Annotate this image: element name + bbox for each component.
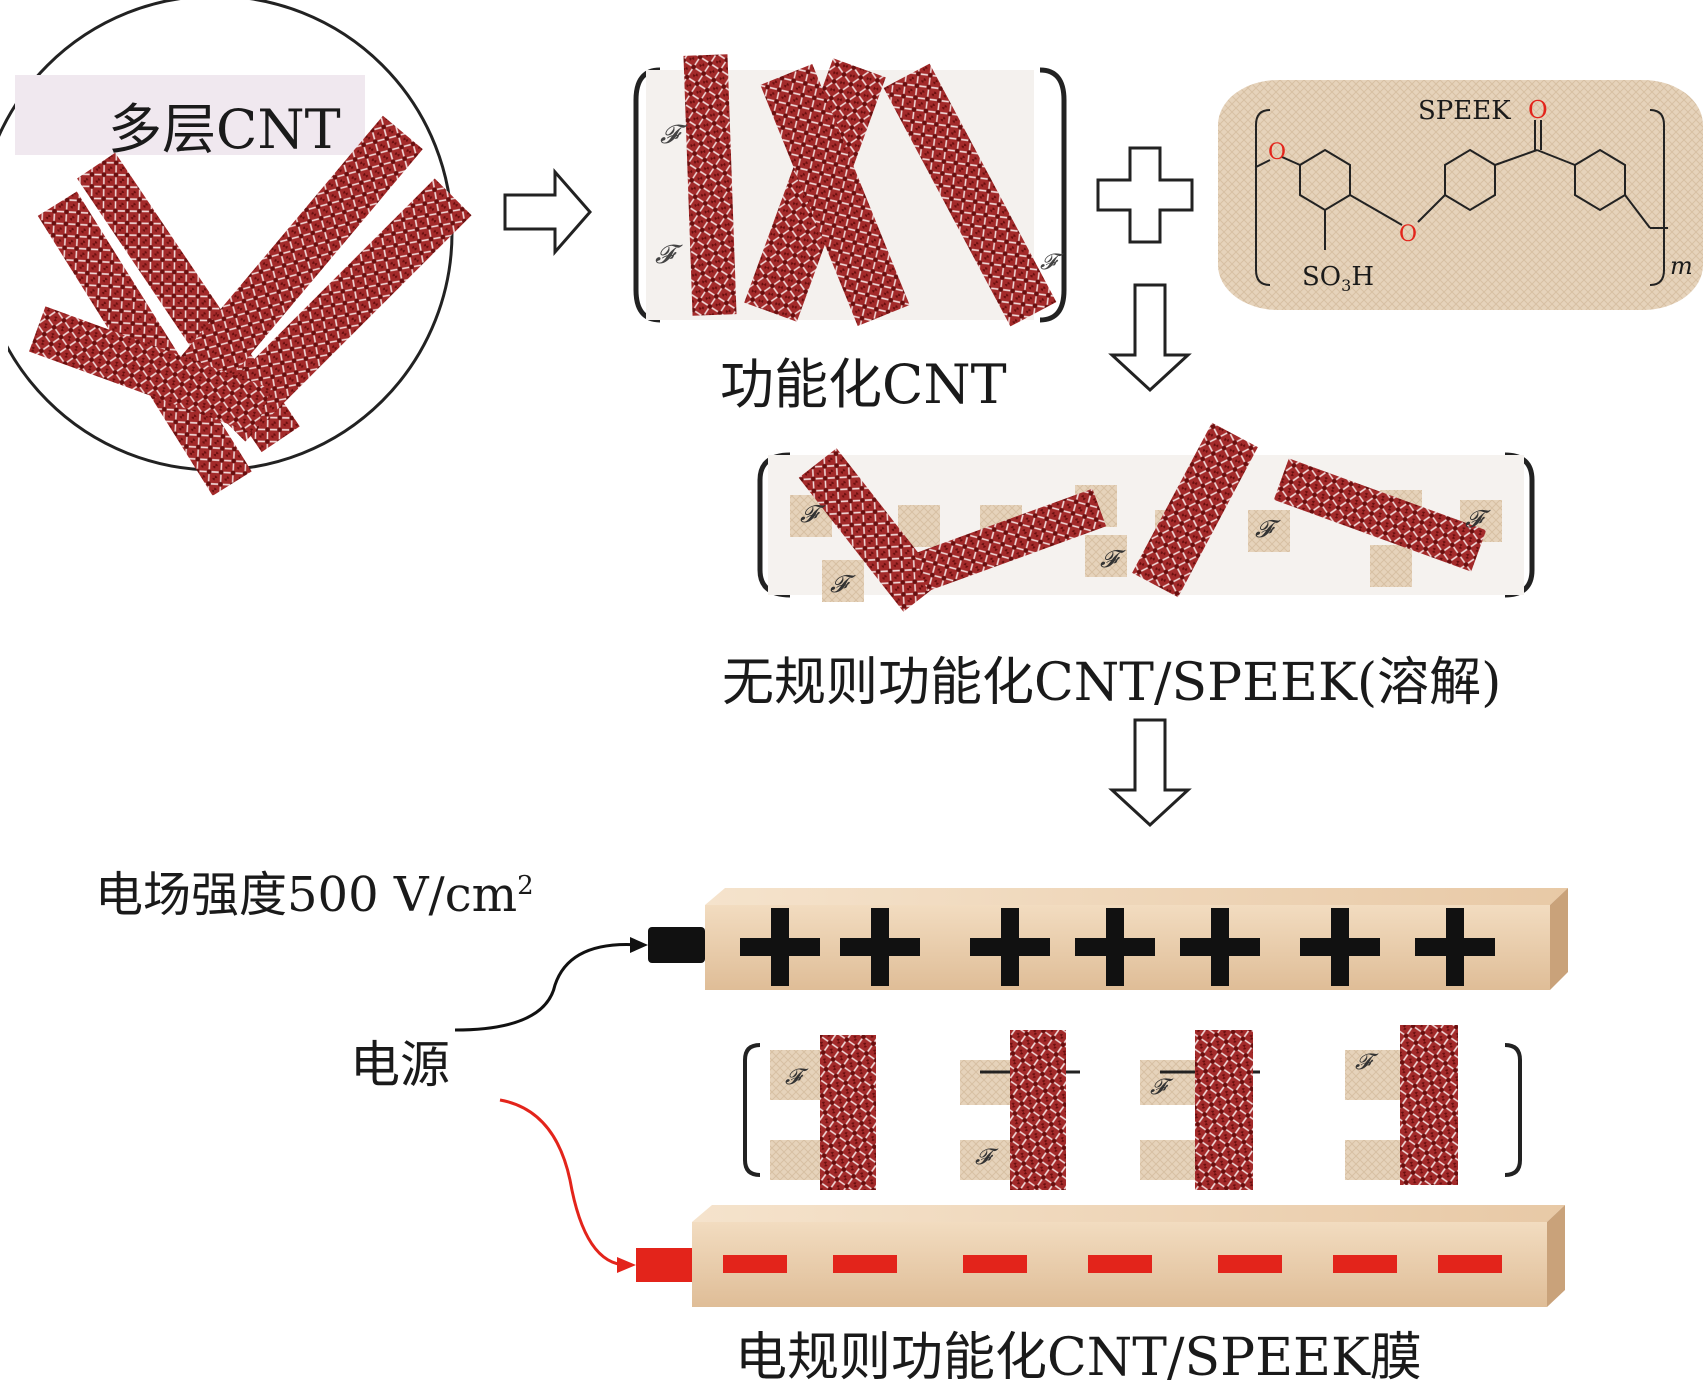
func-group-mark: 𝓕 — [655, 240, 675, 270]
arrow-right-1 — [503, 168, 592, 256]
random-cnt-panel — [757, 422, 1535, 612]
plug-positive — [648, 927, 705, 963]
arrow-down-1 — [1108, 283, 1192, 393]
negative-charge-symbol — [1218, 1255, 1282, 1273]
power-wires — [454, 927, 705, 1282]
cnt-tube-4 — [208, 178, 472, 442]
aligned-cnt-1 — [820, 1035, 876, 1190]
negative-charge-symbol — [1088, 1255, 1152, 1273]
positive-charge-symbol — [840, 908, 920, 986]
func-group-mark: 𝓕 — [800, 500, 818, 528]
speek-so3h: SO3H — [1302, 262, 1375, 296]
negative-charge-symbol — [1438, 1255, 1502, 1273]
plus-sign — [1096, 146, 1194, 244]
speek-oxygen-link: O — [1399, 222, 1418, 247]
positive-charge-symbol — [1075, 908, 1155, 986]
bracket-right — [1039, 67, 1067, 323]
func-cnt-label: 功能化CNT — [720, 353, 1007, 416]
aligned-cnt-2 — [1010, 1030, 1066, 1190]
membrane-label: 电规则功能化CNT/SPEEK膜 — [735, 1328, 1422, 1388]
multi-cnt-label: 多层CNT — [108, 98, 341, 161]
negative-electrode — [692, 1205, 1565, 1307]
func-group-mark: 𝓕 — [1150, 1075, 1167, 1100]
aligned-cnt-3 — [1195, 1030, 1253, 1190]
func-group-mark: 𝓕 — [1355, 1050, 1372, 1075]
func-group-mark: 𝓕 — [830, 570, 848, 598]
positive-charge-symbol — [1415, 908, 1495, 986]
random-cnt-label: 无规则功能化CNT/SPEEK(溶解) — [722, 653, 1502, 713]
speek-name: SPEEK — [1418, 96, 1511, 126]
func-group-mark: 𝓕 — [1040, 250, 1057, 275]
positive-charge-symbol — [740, 908, 820, 986]
speek-oxygen-carbonyl: O — [1528, 96, 1548, 124]
arrow-down-2 — [1108, 718, 1192, 828]
wire-negative — [499, 1098, 628, 1267]
func-group-mark: 𝓕 — [1100, 545, 1118, 573]
func-cnt-panel — [633, 54, 1067, 327]
power-source-label: 电源 — [350, 1036, 450, 1094]
multi-cnt-label-bg — [15, 75, 365, 155]
speek-background — [1218, 80, 1703, 310]
speek-repeat-m: m — [1670, 252, 1693, 280]
positive-charge-symbol — [970, 908, 1050, 986]
func-group-mark: 𝓕 — [1465, 505, 1483, 533]
negative-charge-symbol — [1333, 1255, 1397, 1273]
cnt-tube-5 — [29, 306, 271, 434]
positive-charge-symbol — [1180, 908, 1260, 986]
aligned-cnt-4 — [1400, 1025, 1458, 1185]
func-group-mark: 𝓕 — [785, 1065, 802, 1090]
multi-cnt-panel — [0, 0, 472, 496]
aligned-cnt-panel — [743, 1025, 1522, 1190]
speek-oxygen-ring: O — [1268, 140, 1287, 165]
speek-structure — [1218, 80, 1703, 310]
wire-positive — [454, 943, 641, 1032]
field-strength-label: 电场强度500 V/cm2 — [95, 867, 534, 923]
plug-negative — [636, 1248, 692, 1282]
negative-charge-symbol — [723, 1255, 787, 1273]
cnt-tube-3 — [177, 115, 423, 395]
func-group-mark: 𝓕 — [1255, 515, 1273, 543]
func-group-mark: 𝓕 — [975, 1145, 992, 1170]
positive-charge-symbol — [1300, 908, 1380, 986]
func-group-mark: 𝓕 — [660, 120, 680, 150]
negative-charge-symbol — [833, 1255, 897, 1273]
field-unit-superscript: 2 — [517, 871, 534, 901]
positive-electrode — [705, 888, 1568, 990]
negative-charge-symbol — [963, 1255, 1027, 1273]
